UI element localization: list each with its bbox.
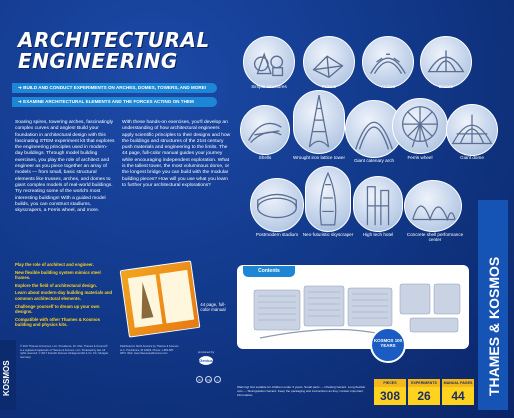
contents-label: Contents	[243, 266, 295, 277]
label-domes: Domes	[438, 84, 454, 89]
product-title: ARCHITECTURAL ENGINEERING	[18, 30, 228, 72]
label-hotel: High tech hotel	[362, 232, 394, 237]
feature-item: Learn about modern-day building material…	[15, 290, 113, 301]
kosmos-side-tab: KOSMOS	[0, 340, 16, 410]
label-performance-center: Concrete shell performance center	[406, 232, 464, 242]
arrow-right-icon: ➜	[18, 85, 24, 90]
model-hotel	[353, 176, 403, 232]
model-skyscraper	[305, 166, 351, 232]
bullet-arches: ➜ BUILD AND CONDUCT EXPERIMENTS ON ARCHE…	[12, 83, 217, 93]
feature-item: Compatible with other Thames & Kosmos bu…	[15, 316, 100, 328]
stat-label: EXPERIMENTS	[408, 379, 440, 387]
label-giant-dome: Giant dome	[460, 155, 484, 160]
label-lattice-tower: Wrought iron lattice tower	[292, 155, 345, 160]
model-giant-dome	[446, 104, 498, 156]
label-simple-structures: Simple structures	[251, 84, 287, 89]
model-prisms	[303, 36, 355, 88]
model-ferris-wheel	[392, 98, 448, 154]
bullet-forces: ➜ EXAMINE ARCHITECTURAL ELEMENTS AND THE…	[12, 97, 217, 107]
domes-icon	[427, 50, 465, 73]
catenary-arch-icon	[355, 121, 393, 150]
stat-experiments: EXPERIMENTS 26	[408, 379, 440, 409]
model-simple-structures	[243, 36, 295, 88]
stats-panel: PIECES 308 EXPERIMENTS 26 MANUAL PAGES 4…	[374, 379, 474, 409]
arches-icon	[370, 53, 406, 74]
recycle-icon: ♻	[196, 376, 203, 383]
ce-icon: CE	[205, 376, 212, 383]
fine-print-distributor: Distributed in North America by Thames &…	[120, 345, 180, 356]
intro-text: Soaring spires, towering arches, fascina…	[15, 120, 115, 214]
stat-value: 308	[374, 387, 406, 405]
performance-center-icon	[412, 205, 456, 222]
label-prisms: Prisms	[321, 84, 337, 89]
stat-value: 26	[408, 387, 440, 405]
title-line-2: ENGINEERING	[18, 49, 178, 73]
model-domes	[420, 36, 472, 88]
brand-sidebar: THAMES & KOSMOS	[478, 200, 508, 410]
feature-item: New flexible building system mimics stee…	[15, 269, 101, 281]
model-lattice-tower	[293, 90, 345, 154]
stat-label: MANUAL PAGES	[442, 379, 474, 387]
fine-print: © 2017 Thames & Kosmos, LLC, Providence,…	[20, 345, 109, 359]
anniversary-seal: KOSMOS 100 YEARS	[370, 327, 406, 363]
feature-item: Challenge yourself to dream up your own …	[15, 303, 100, 315]
label-stadium: Postmodern stadium	[255, 232, 299, 237]
model-shells	[240, 105, 290, 155]
feature-item: Play the role of architect and engineer.	[15, 262, 94, 267]
shells-icon	[248, 122, 282, 143]
model-arches	[362, 36, 414, 88]
arrow-right-icon: ➜	[18, 99, 24, 104]
title-line-1: ARCHITECTURAL	[18, 28, 210, 52]
label-catenary-arch: Giant catenary arch	[353, 158, 395, 163]
simple-structures-icon	[253, 52, 284, 77]
parts-illustration	[253, 283, 461, 341]
produced-by-label: produced by	[197, 350, 215, 354]
model-catenary-arch	[345, 100, 403, 158]
lattice-tower-icon	[308, 94, 330, 148]
prisms-icon	[312, 55, 344, 79]
feature-list: Play the role of architect and engineer.…	[15, 262, 117, 330]
ferris-wheel-icon	[402, 106, 438, 148]
manual-page-right	[159, 269, 195, 324]
stadium-icon	[257, 193, 297, 219]
manual-caption: 44 page, full-color manual	[200, 302, 226, 313]
stat-label: PIECES	[374, 379, 406, 387]
feature-item: Explore the field of architectural desig…	[15, 282, 97, 288]
model-performance-center	[404, 180, 462, 232]
stat-manual-pages: MANUAL PAGES 44	[442, 379, 474, 409]
model-stadium	[250, 178, 304, 232]
skyscraper-icon	[319, 171, 337, 226]
label-ferris-wheel: Ferris wheel	[407, 155, 433, 160]
certification-icons: ♻CE⚠	[196, 368, 236, 383]
hotel-icon	[366, 186, 390, 226]
warning-text: Warning! Not suitable for children under…	[237, 385, 366, 398]
age-icon: ⚠	[214, 376, 221, 383]
brand-name-vertical: THAMES & KOSMOS	[486, 256, 502, 396]
giant-dome-icon	[451, 114, 493, 145]
stat-pieces: PIECES 308	[374, 379, 406, 409]
label-skyscraper: Neo-futuristic skyscraper	[302, 232, 354, 237]
stat-value: 44	[442, 387, 474, 405]
genius-logo: Genius	[199, 356, 213, 365]
label-shells: Shells	[258, 155, 272, 160]
produced-by: produced by Genius	[186, 350, 226, 365]
manual-image	[119, 260, 201, 338]
body-text: With these hands-on exercises, you'll de…	[122, 120, 231, 188]
kosmos-logo-text: KOSMOS	[2, 360, 11, 396]
label-arches: Arches	[380, 84, 396, 89]
